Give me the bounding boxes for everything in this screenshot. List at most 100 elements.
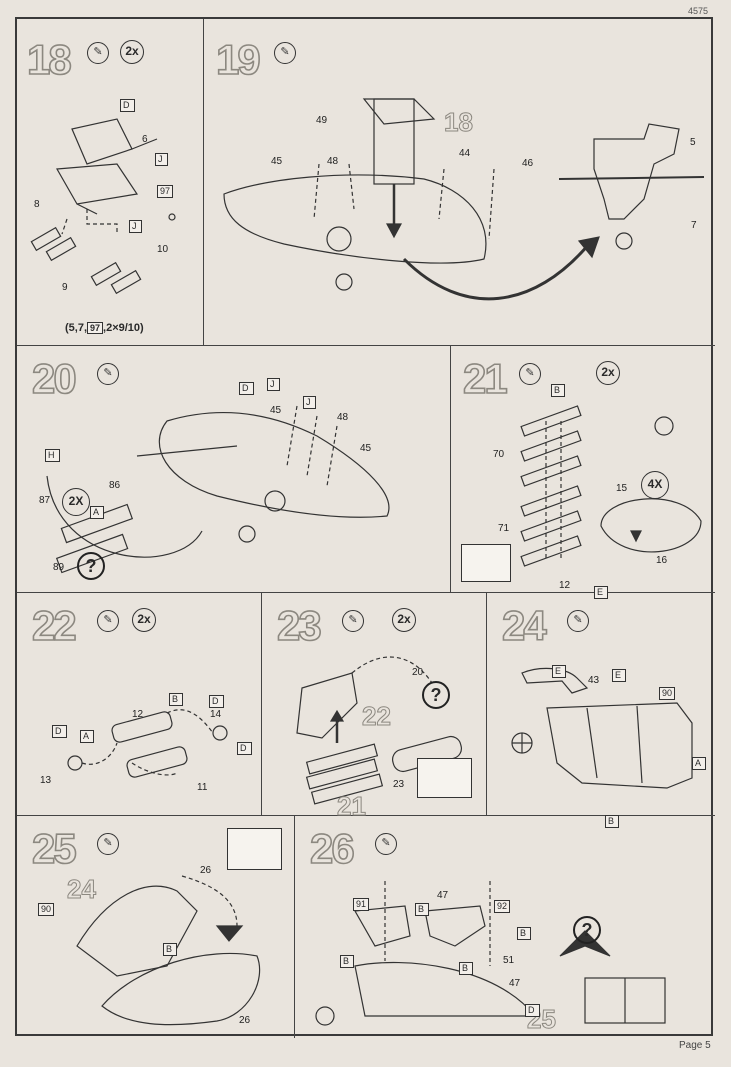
part-number: 16 <box>656 555 668 566</box>
part-flag: D <box>237 742 252 755</box>
quantity-badge: 4X <box>641 471 669 499</box>
note-suffix: ,2×9/10) <box>103 322 144 334</box>
part-number: 12 <box>559 580 571 591</box>
part-number: 89 <box>53 562 65 573</box>
part-number: 47 <box>509 978 521 989</box>
step-number: 22 <box>31 602 77 649</box>
step-25-drawing <box>76 875 261 1026</box>
glue-icon: ✎ <box>375 833 397 855</box>
step-number: 23 <box>276 602 322 649</box>
part-flag: E <box>552 665 567 678</box>
page-code: 4575 <box>688 6 709 16</box>
step-26-drawing <box>315 881 666 1026</box>
part-number: 5 <box>690 137 696 148</box>
part-number: 48 <box>327 156 339 167</box>
part-flag: B <box>340 955 355 968</box>
part-number: 43 <box>588 675 600 686</box>
ghost-step-ref: 21 <box>337 791 367 821</box>
step-19-panel: 19 ✎ 18 49 45 48 44 46 5 <box>204 19 715 346</box>
step-number: 21 <box>462 355 508 402</box>
step-20-drawing <box>46 405 390 574</box>
step-number: 26 <box>309 825 355 872</box>
part-flag: A <box>692 757 707 770</box>
quantity-badge: 2x <box>596 361 620 385</box>
step-21-panel: 21 ✎ 2x 4X B E 70 71 12 15 16 <box>451 346 715 599</box>
decal-number-box: 97 <box>157 185 174 198</box>
part-flag: B <box>605 815 620 828</box>
part-number: 13 <box>40 775 52 786</box>
part-number: 20 <box>412 667 424 678</box>
part-flag: B <box>415 903 430 916</box>
part-flag: E <box>594 586 609 599</box>
quantity-badge: 2x <box>392 608 416 632</box>
part-flag: A <box>90 506 105 519</box>
ghost-step-ref: 22 <box>362 701 392 731</box>
part-flag: B <box>163 943 178 956</box>
step-number: 24 <box>501 602 547 649</box>
part-number: 45 <box>271 156 283 167</box>
step-26-panel: 26 ✎ ? 25 91 92 B B B B D 47 51 47 <box>295 816 715 1038</box>
glue-icon: ✎ <box>342 610 364 632</box>
part-number: 49 <box>316 115 328 126</box>
glue-icon: ✎ <box>567 610 589 632</box>
part-number: 15 <box>616 483 628 494</box>
decal-number-box: 91 <box>353 898 370 911</box>
step-21-drawing <box>520 405 702 567</box>
step-25-panel: 25 ✎ 24 90 B 26 26 <box>17 816 295 1038</box>
part-number: 46 <box>522 158 534 169</box>
quantity-badge: 2x <box>120 40 144 64</box>
ghost-step-ref: 24 <box>67 874 97 904</box>
part-flag: H <box>45 449 60 462</box>
part-flag: B <box>517 927 532 940</box>
part-flag: B <box>169 693 184 706</box>
question-mark-icon: ? <box>573 916 601 944</box>
step-number: 20 <box>31 355 77 402</box>
step-22-drawing <box>67 709 228 778</box>
part-number: 45 <box>360 443 372 454</box>
note-prefix: (5,7, <box>65 322 88 334</box>
page-footer: Page 5 <box>679 1040 711 1051</box>
part-flag: J <box>129 220 142 233</box>
parts-note: (5,7,97,2×9/10) <box>65 322 144 334</box>
step-24-panel: 24 ✎ E E A B 43 90 <box>487 593 715 828</box>
part-flag: D <box>525 1004 540 1017</box>
part-number: 11 <box>197 782 208 793</box>
step-23-panel: 23 ✎ 2x 22 21 ? 20 23 <box>262 593 487 821</box>
part-number: 87 <box>39 495 51 506</box>
part-flag: D <box>209 695 224 708</box>
step-22-panel: 22 ✎ 2x B D D A D 12 14 13 11 <box>17 593 262 816</box>
part-number: 23 <box>393 779 405 790</box>
part-flag: J <box>267 378 280 391</box>
glue-icon: ✎ <box>97 610 119 632</box>
part-flag: E <box>612 669 627 682</box>
part-number: 44 <box>459 148 471 159</box>
part-number: 9 <box>62 282 68 293</box>
part-flag: B <box>551 384 566 397</box>
part-flag: D <box>239 382 254 395</box>
glue-icon: ✎ <box>519 363 541 385</box>
step-19-drawing <box>223 98 705 301</box>
part-number: 70 <box>493 449 505 460</box>
part-number: 7 <box>691 220 697 231</box>
part-flag: J <box>155 153 168 166</box>
decal-number-box: 90 <box>38 903 55 916</box>
decal-sheet-icon <box>417 758 472 798</box>
quantity-badge: 2X <box>62 488 90 516</box>
part-number: 86 <box>109 480 121 491</box>
glue-icon: ✎ <box>87 42 109 64</box>
part-number: 12 <box>132 709 144 720</box>
step-number: 18 <box>26 36 72 83</box>
part-number: 10 <box>157 244 169 255</box>
question-mark-icon: ? <box>77 552 105 580</box>
part-number: 47 <box>437 890 449 901</box>
part-number: 71 <box>498 523 510 534</box>
decal-sheet-icon <box>461 544 511 582</box>
quantity-badge: 2x <box>132 608 156 632</box>
part-number: 14 <box>210 709 222 720</box>
glue-icon: ✎ <box>97 363 119 385</box>
part-flag: D <box>120 99 135 112</box>
part-flag: D <box>52 725 67 738</box>
part-number: 26 <box>239 1015 251 1026</box>
decal-number-box: 92 <box>494 900 511 913</box>
part-number: 8 <box>34 199 40 210</box>
